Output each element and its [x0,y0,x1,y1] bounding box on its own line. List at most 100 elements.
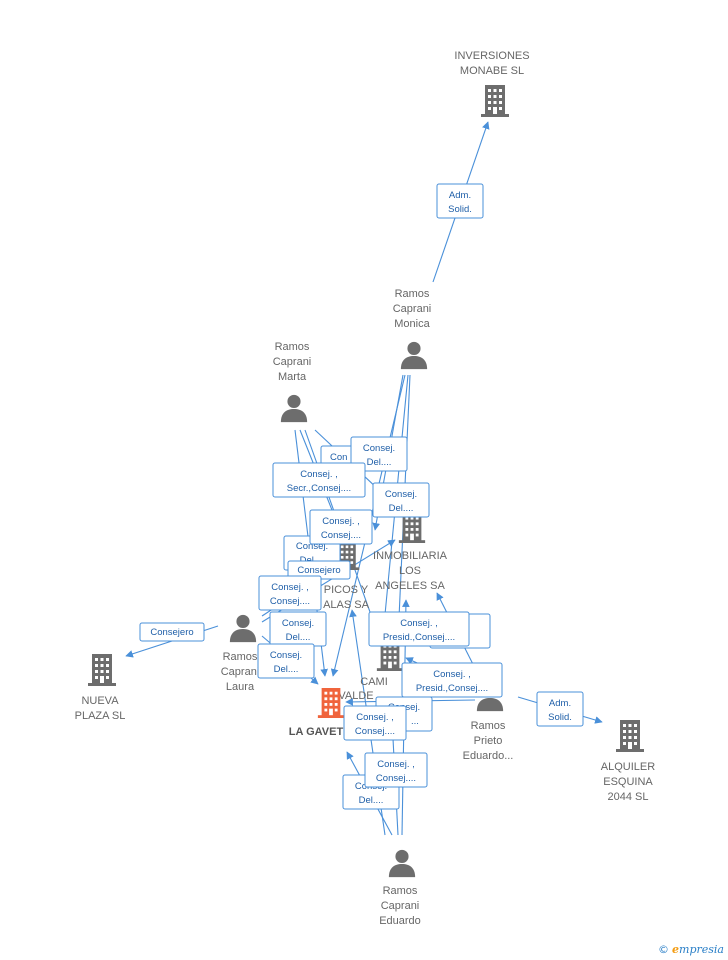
node-caminos-valde[interactable]: CAMI VALDE [338,641,404,702]
role-label-line: Consej.... [270,596,310,607]
role-label[interactable]: Consej. , Presid.,Consej.... [401,662,503,698]
role-label-line: Del.... [274,664,299,675]
building-icon [317,688,345,718]
building-icon [616,720,644,752]
node-ramos-caprani-monica[interactable]: Ramos Caprani Monica [393,288,432,370]
role-label-line: Consej. , [300,469,338,480]
node-label-line: Ramos [395,288,430,300]
role-label[interactable]: Adm. Solid. [536,691,584,727]
node-label-line: Marta [278,371,307,383]
role-label-line: Consej. [282,618,314,629]
role-label-line: Del.... [286,632,311,643]
node-label-line: 2044 SL [608,791,649,803]
role-label-line: Consejero [297,565,340,576]
node-label-line: Caprani [221,666,260,678]
node-label-line: Ramos [275,341,310,353]
role-label-line: Consej. [385,489,417,500]
node-label-line: MONABE SL [460,65,524,77]
role-label-line: Consej. , [400,618,438,629]
node-label-line: ALAS SA [323,599,370,611]
nodes-layer: INVERSIONES MONABE SL Ramos Caprani Moni… [75,50,656,927]
node-label-line: LA GAVET [289,726,344,738]
role-label[interactable]: Consejero [287,560,351,580]
node-label-line: Ramos [471,720,506,732]
node-label-line: Ramos [223,651,258,663]
role-label[interactable]: Consej. , Secr.,Consej.... [272,462,366,498]
role-label-line: Del.... [359,795,384,806]
role-label[interactable]: Consej. Del.... [372,482,430,518]
node-label-line: Caprani [381,900,420,912]
role-label-line: ... [411,716,419,727]
role-label[interactable]: Consejero [139,622,205,642]
role-label-line: Consej. [296,541,328,552]
role-label-line: Consej. [270,650,302,661]
node-nueva-plaza[interactable]: NUEVA PLAZA SL [75,654,126,722]
role-label-line: Con [330,452,347,463]
node-ramos-caprani-marta[interactable]: Ramos Caprani Marta [273,341,312,423]
role-label-line: Consejero [150,627,193,638]
role-label[interactable]: Consej. , Presid.,Consej.... [368,611,470,647]
role-label[interactable]: Adm. Solid. [436,183,484,219]
role-label-line: Solid. [548,712,572,723]
brand-footer: ©empresia [658,943,724,956]
role-label-line: Consej.... [321,530,361,541]
node-picos-y-alas[interactable]: PICOS Y ALAS SA [323,542,370,611]
brand-name: mpresia [679,943,724,956]
role-label-line: Consej. [363,443,395,454]
role-label-line: Presid.,Consej.... [416,683,488,694]
node-inmobiliaria-los-angeles[interactable]: INMOBILIARIA LOS ANGELES SA [373,513,448,592]
role-label-line: Adm. [449,190,471,201]
role-label-line: Del.... [367,457,392,468]
node-label-line: Caprani [273,356,312,368]
node-label-line: LOS [399,565,421,577]
node-label-line: Caprani [393,303,432,315]
role-label-line: Consej. , [271,582,309,593]
role-label-line: Adm. [549,698,571,709]
node-ramos-caprani-laura[interactable]: Ramos Caprani Laura [221,614,260,693]
node-label-line: Monica [394,318,430,330]
role-label-line: Consej. , [433,669,471,680]
building-icon [481,85,509,117]
node-ramos-caprani-eduardo[interactable]: Ramos Caprani Eduardo [379,849,421,927]
node-alquiler-esquina[interactable]: ALQUILER ESQUINA 2044 SL [601,720,655,803]
node-la-gaveta-main[interactable]: LA GAVET [289,688,345,738]
role-label[interactable]: Consej. Del.... [269,611,327,647]
building-icon [88,654,116,686]
node-label-line: Eduardo [379,915,421,927]
brand-logo-initial: e [672,943,680,956]
node-label-line: INVERSIONES [454,50,529,62]
copyright-icon: © [658,943,670,956]
role-label[interactable]: Consej. , Consej.... [364,752,428,788]
roles-layer: Adm. Solid. Con Consej. Del.... Consej. … [139,183,584,810]
node-label-line: PICOS Y [324,584,369,596]
role-label-line: Secr.,Consej.... [287,483,351,494]
role-label-line: Consej.... [376,773,416,784]
node-label-line: VALDE [338,690,373,702]
node-label-line: Laura [226,681,255,693]
role-label-line: Consej.... [355,726,395,737]
node-label-line: NUEVA [81,695,119,707]
node-inversiones-monabe[interactable]: INVERSIONES MONABE SL [454,50,530,117]
node-label-line: INMOBILIARIA [373,550,448,562]
person-icon [280,394,308,423]
node-ramos-prieto-eduardo[interactable]: Ramos Prieto Eduardo... [463,683,514,762]
role-label-line: Presid.,Consej.... [383,632,455,643]
node-label-line: ANGELES SA [375,580,445,592]
node-label-line: Eduardo... [463,750,514,762]
node-label-line: Ramos [383,885,418,897]
role-label-line: Solid. [448,204,472,215]
person-icon [229,614,257,643]
person-icon [388,849,416,878]
role-label[interactable]: Consej. , Consej.... [309,509,373,545]
node-label-line: PLAZA SL [75,710,126,722]
role-label[interactable]: Consej. , Consej.... [343,705,407,741]
node-label-line: CAMI [360,676,388,688]
role-label[interactable]: Consej. Del.... [350,436,408,472]
role-label-line: Del.... [389,503,414,514]
role-label[interactable]: Consej. , Consej.... [258,575,322,611]
role-label-line: Consej. , [322,516,360,527]
role-label[interactable]: Consej. Del.... [257,643,315,679]
node-label-line: ALQUILER [601,761,655,773]
node-label-line: Prieto [474,735,503,747]
